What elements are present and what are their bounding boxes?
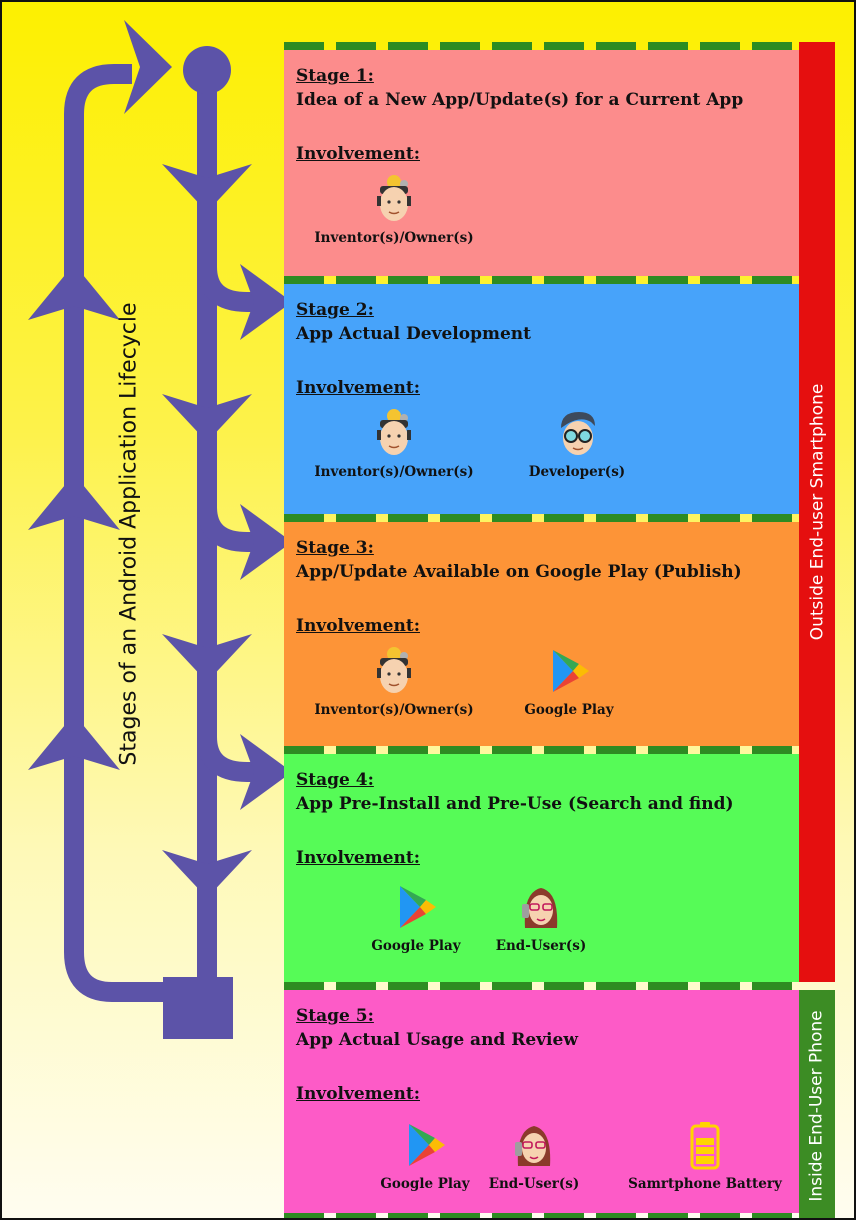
stage-arrowhead bbox=[240, 264, 292, 340]
stage-1-panel: Stage 1: Idea of a New App/Update(s) for… bbox=[284, 50, 799, 276]
inside-phone-label: Inside End-User Phone bbox=[807, 1010, 827, 1202]
stage-5-panel: Stage 5: App Actual Usage and Review Inv… bbox=[284, 990, 799, 1213]
stage-3-panel: Stage 3: App/Update Available on Google … bbox=[284, 522, 799, 746]
actor-label: Inventor(s)/Owner(s) bbox=[314, 230, 474, 246]
google-play-icon bbox=[409, 1124, 445, 1166]
stage-divider bbox=[284, 1213, 799, 1218]
branch-stage-2 bbox=[197, 266, 264, 312]
actor-google-play: Google Play bbox=[340, 1120, 510, 1192]
stage-arrowhead bbox=[240, 504, 292, 580]
stage-title: Stage 3: bbox=[296, 538, 374, 558]
actor-developer: Developer(s) bbox=[492, 408, 662, 480]
return-loop-line bbox=[64, 64, 164, 1002]
stage-divider bbox=[284, 982, 799, 990]
stage-divider bbox=[284, 276, 799, 284]
stage-divider bbox=[284, 746, 799, 754]
stage-description: App Actual Usage and Review bbox=[296, 1030, 578, 1050]
branch-stage-3 bbox=[197, 506, 264, 552]
diagram-title: Stages of an Android Application Lifecyc… bbox=[116, 302, 142, 766]
actor-label: Google Play bbox=[371, 938, 461, 954]
actor-label: End-User(s) bbox=[488, 1176, 580, 1192]
involvement-label: Involvement: bbox=[296, 616, 420, 636]
stage-description: Idea of a New App/Update(s) for a Curren… bbox=[296, 90, 744, 110]
actor-label: Google Play bbox=[380, 1176, 470, 1192]
involvement-label: Involvement: bbox=[296, 1084, 420, 1104]
actor-label: Inventor(s)/Owner(s) bbox=[314, 464, 474, 480]
stage-description: App/Update Available on Google Play (Pub… bbox=[296, 562, 742, 582]
involvement-label: Involvement: bbox=[296, 144, 420, 164]
google-play-icon bbox=[400, 886, 436, 928]
battery-icon bbox=[690, 1122, 720, 1170]
end-node bbox=[163, 977, 233, 1039]
developer-icon bbox=[561, 412, 595, 455]
down-chevron bbox=[162, 164, 252, 212]
down-chevron bbox=[162, 394, 252, 442]
involvement-label: Involvement: bbox=[296, 848, 420, 868]
end-user-icon bbox=[522, 888, 558, 928]
inventor-icon bbox=[377, 175, 411, 221]
up-chevron bbox=[28, 474, 120, 530]
actor-label: Inventor(s)/Owner(s) bbox=[314, 702, 474, 718]
actor-label: Samrtphone Battery bbox=[628, 1176, 782, 1192]
actor-inventor: Inventor(s)/Owner(s) bbox=[309, 646, 479, 718]
outside-phone-band: Outside End-user Smartphone bbox=[799, 42, 835, 982]
stage-arrowhead bbox=[240, 734, 292, 810]
stage-4-panel: Stage 4: App Pre-Install and Pre-Use (Se… bbox=[284, 754, 799, 982]
up-chevron bbox=[28, 714, 120, 770]
inventor-icon bbox=[377, 647, 411, 693]
involvement-label: Involvement: bbox=[296, 378, 420, 398]
actor-end-user: End-User(s) bbox=[456, 882, 626, 954]
down-chevron bbox=[162, 634, 252, 682]
loop-arrowhead bbox=[124, 20, 172, 114]
stage-2-panel: Stage 2: App Actual Development Involvem… bbox=[284, 284, 799, 514]
stage-title: Stage 1: bbox=[296, 66, 374, 86]
actor-google-play: Google Play bbox=[331, 882, 501, 954]
actor-label: End-User(s) bbox=[495, 938, 587, 954]
google-play-icon bbox=[553, 650, 589, 692]
up-chevron bbox=[28, 264, 120, 320]
branch-stage-4 bbox=[197, 736, 264, 782]
down-chevron bbox=[162, 850, 252, 898]
actor-google-play: Google Play bbox=[484, 646, 654, 718]
stage-description: App Actual Development bbox=[296, 324, 531, 344]
outside-phone-label: Outside End-user Smartphone bbox=[807, 383, 828, 641]
stage-divider bbox=[284, 514, 799, 522]
stage-title: Stage 5: bbox=[296, 1006, 374, 1026]
actor-label: Developer(s) bbox=[528, 464, 626, 480]
stage-title: Stage 4: bbox=[296, 770, 374, 790]
actor-end-user: End-User(s) bbox=[449, 1120, 619, 1192]
start-node bbox=[183, 46, 231, 94]
stage-description: App Pre-Install and Pre-Use (Search and … bbox=[296, 794, 734, 814]
actor-label: Google Play bbox=[524, 702, 614, 718]
stage-divider bbox=[284, 42, 799, 50]
end-user-icon bbox=[515, 1126, 551, 1166]
inventor-icon bbox=[377, 409, 411, 455]
actor-battery: Samrtphone Battery bbox=[620, 1120, 790, 1192]
stage-title: Stage 2: bbox=[296, 300, 374, 320]
actor-inventor: Inventor(s)/Owner(s) bbox=[309, 174, 479, 246]
inside-phone-band: Inside End-User Phone bbox=[799, 990, 835, 1218]
actor-inventor: Inventor(s)/Owner(s) bbox=[309, 408, 479, 480]
